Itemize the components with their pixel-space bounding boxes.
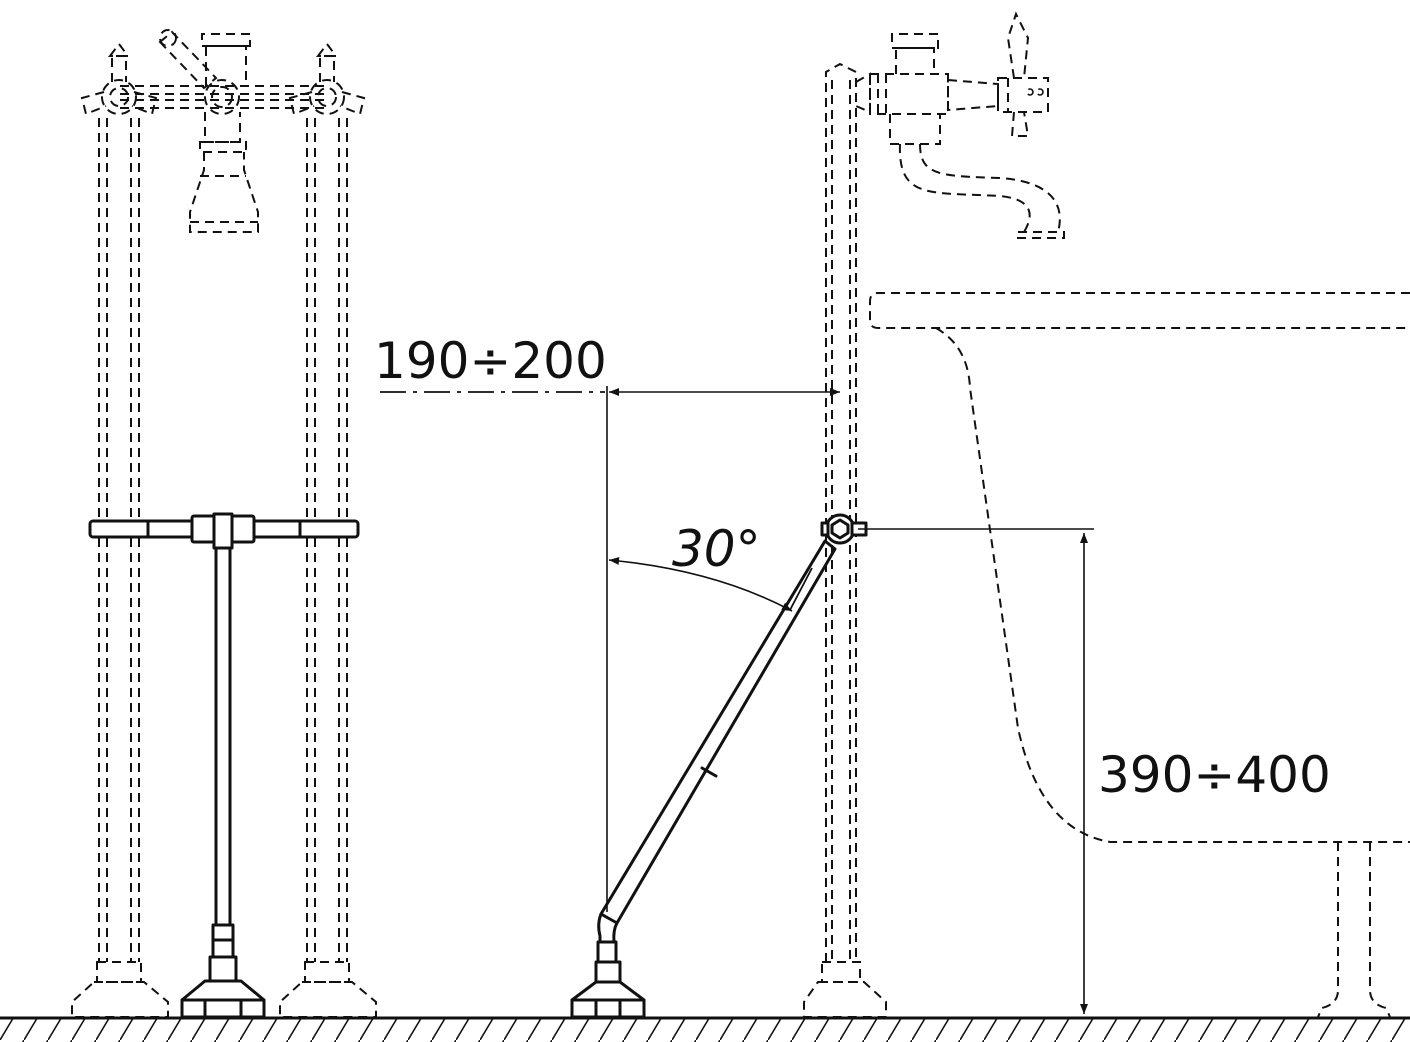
left-tap-front-view bbox=[71, 29, 377, 1019]
mixer-body bbox=[120, 29, 326, 233]
support-arm-side bbox=[570, 513, 868, 1019]
bathtub-outline bbox=[869, 292, 1410, 1018]
dimension-label-width: 190÷200 bbox=[374, 332, 607, 390]
right-tap-side-view bbox=[570, 11, 1410, 1019]
dimension-vertical: 390÷400 bbox=[858, 528, 1331, 1014]
right-cross-handle bbox=[288, 42, 366, 116]
left-cross-handle bbox=[80, 42, 158, 116]
support-bracket-front bbox=[88, 512, 360, 1019]
dimension-angle: 30° bbox=[608, 520, 793, 612]
left-pillar bbox=[71, 118, 169, 1018]
floor bbox=[0, 1016, 1410, 1042]
dimension-label-angle: 30° bbox=[672, 520, 761, 578]
dimension-label-height: 390÷400 bbox=[1098, 746, 1331, 804]
right-pillar bbox=[279, 118, 377, 1018]
dimension-horizontal: 190÷200 bbox=[374, 332, 840, 912]
side-tap-head bbox=[855, 11, 1065, 239]
